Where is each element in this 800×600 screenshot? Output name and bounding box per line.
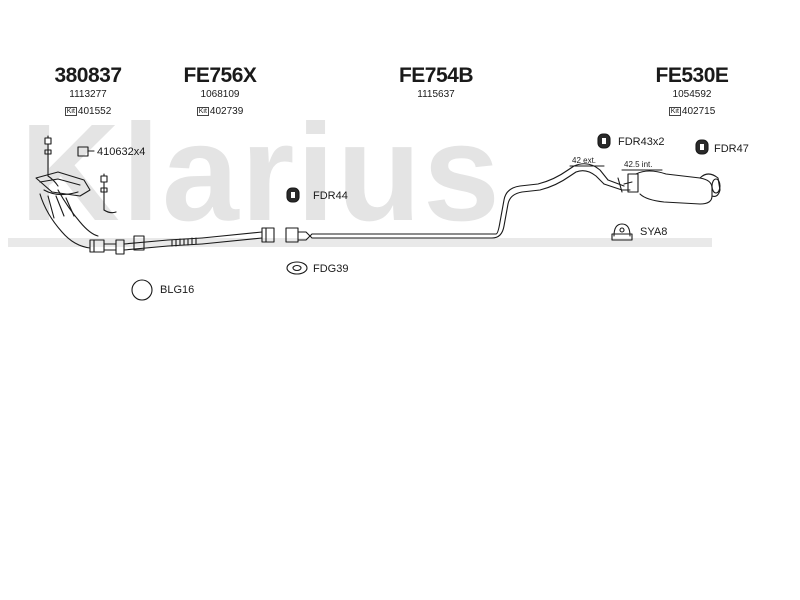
- label-dim-ext: 42 ext.: [572, 156, 597, 165]
- mount-rear-icon: [597, 133, 611, 149]
- part-code: 380837: [54, 64, 122, 87]
- mount-center-icon: [286, 187, 300, 203]
- kit-number-text: 401552: [77, 106, 112, 117]
- gasket-icon: [286, 261, 308, 275]
- kit-badge: Kit: [64, 107, 77, 116]
- label-clamp: SYA8: [640, 226, 668, 238]
- catalyst-manifold: [35, 171, 105, 253]
- kit-badge: Kit: [668, 107, 681, 116]
- label-dim-int: 42.5 int.: [624, 160, 653, 169]
- part-oe-number: 1113277: [69, 89, 107, 100]
- part-group-centre-pipe: FE754B 1115637: [376, 64, 496, 101]
- part-oe-number: 1115637: [417, 89, 455, 100]
- watermark-band: [8, 238, 712, 247]
- mount-end-icon: [695, 139, 709, 155]
- clamp-icon: [611, 223, 633, 241]
- watermark-logo: Klarius: [20, 96, 502, 250]
- part-code: FE754B: [398, 64, 474, 87]
- part-oe-number: 1068109: [200, 89, 240, 100]
- label-mount-end: FDR47: [714, 143, 749, 155]
- sensor-icon: [131, 279, 153, 301]
- label-bolt: 410632x4: [97, 146, 146, 158]
- bolt-icon: [77, 146, 95, 157]
- kit-number-text: 402715: [681, 106, 716, 117]
- centre-pipe: [285, 163, 609, 243]
- rear-silencer: [603, 170, 721, 205]
- label-mount-rear: FDR43x2: [618, 136, 665, 148]
- manifold-stud-right: [100, 173, 117, 214]
- kit-badge: Kit: [196, 107, 209, 116]
- label-gasket: FDG39: [313, 263, 349, 275]
- label-mount-center: FDR44: [313, 190, 348, 202]
- dimension-marks: [569, 165, 663, 171]
- part-code: FE756X: [183, 64, 257, 87]
- manifold-stud-left: [44, 135, 59, 187]
- part-oe-number: 1054592: [672, 89, 712, 100]
- part-code: FE530E: [655, 64, 729, 87]
- kit-number-text: 402739: [209, 106, 244, 117]
- front-pipe: [103, 227, 275, 255]
- label-sensor: BLG16: [160, 284, 195, 296]
